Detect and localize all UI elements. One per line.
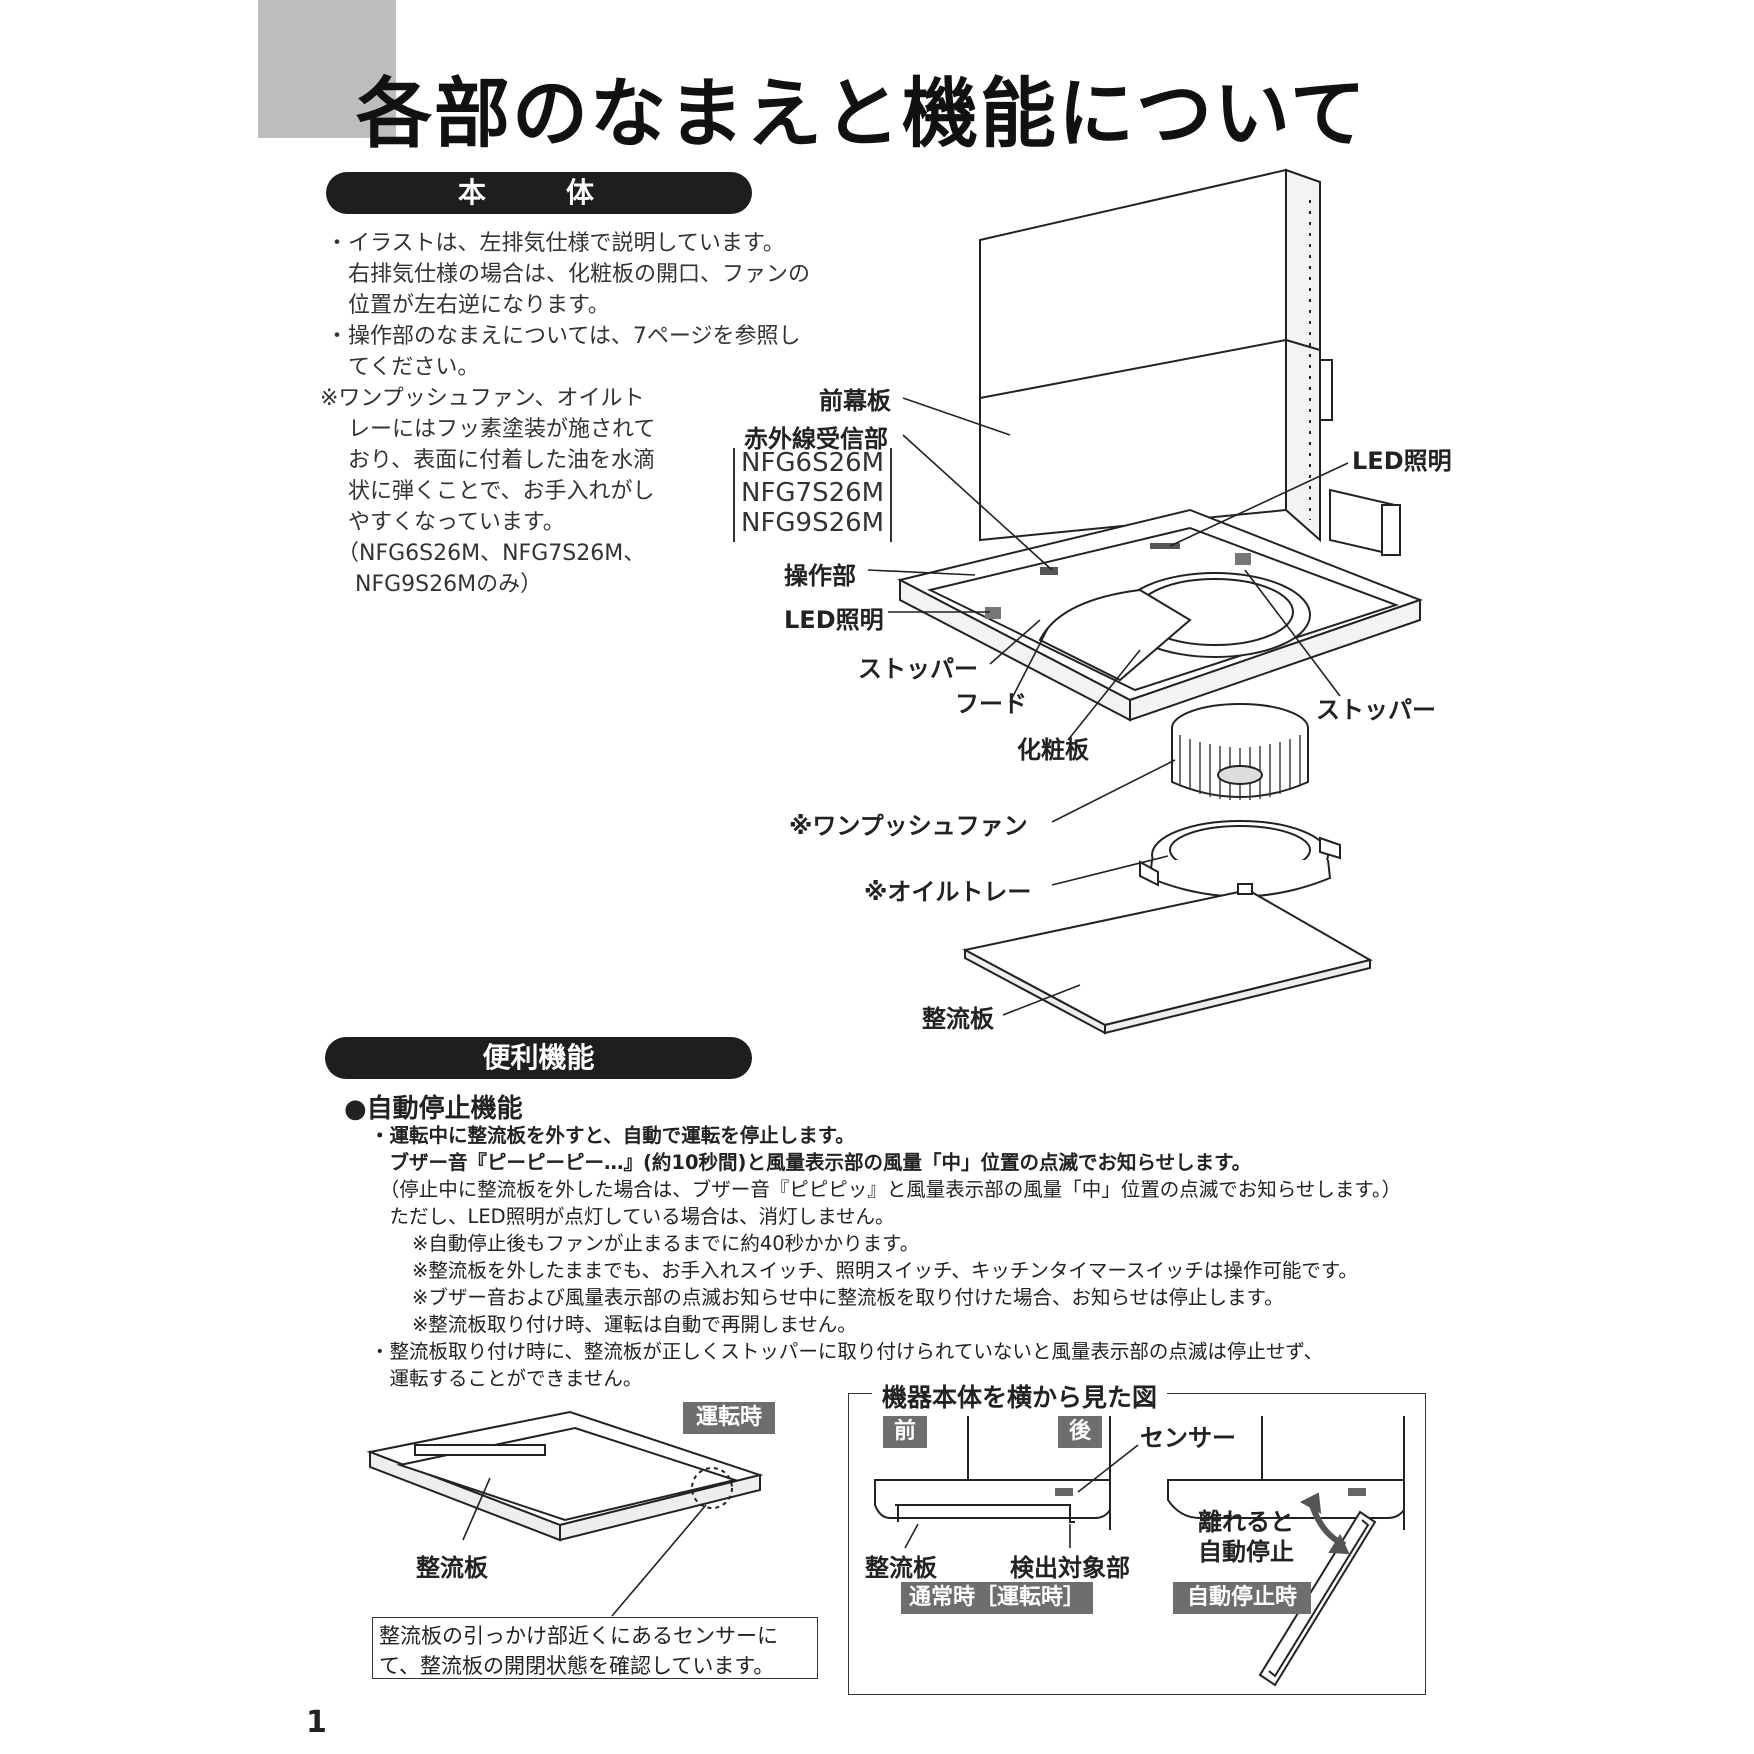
auto-stop-text: ・運転中に整流板を外すと、自動で運転を停止します。 ブザー音『ピーピーピー…』(…: [370, 1122, 1401, 1392]
label-separate: 離れると: [1198, 1508, 1294, 1536]
note-line: 右排気仕様の場合は、化粧板の開口、ファンの: [326, 262, 811, 287]
auto-stop-heading: ●自動停止機能: [344, 1094, 523, 1124]
label-rectifier-2: 整流板: [416, 1554, 488, 1582]
section-header-features: 便利機能: [325, 1037, 752, 1079]
note-line: レーにはフッ素塗装が施されて: [326, 417, 656, 442]
label-front-panel: 前幕板: [819, 387, 891, 415]
tag-auto-stop-state: 自動停止時: [1173, 1582, 1311, 1614]
note-line: ・イラストは、左排気仕様で説明しています。: [326, 231, 785, 256]
body-notes: ・イラストは、左排気仕様で説明しています。 右排気仕様の場合は、化粧板の開口、フ…: [320, 228, 811, 600]
note-line: おり、表面に付着した油を水滴: [326, 448, 656, 473]
label-detect: 検出対象部: [1010, 1554, 1130, 1582]
text-line: 運転することができません。: [370, 1367, 643, 1390]
text-line: ※整流板を外したままでも、お手入れスイッチ、照明スイッチ、キッチンタイマースイッ…: [412, 1259, 1358, 1282]
label-side-rectifier: 整流板: [865, 1554, 937, 1582]
label-auto-stop: 自動停止: [1198, 1538, 1294, 1566]
tag-running: 運転時: [683, 1402, 775, 1434]
text-line: ただし、LED照明が点灯している場合は、消灯しません。: [370, 1205, 895, 1228]
tag-back: 後: [1058, 1416, 1102, 1448]
label-cover-panel: 化粧板: [1017, 736, 1089, 764]
label-rectifier: 整流板: [922, 1005, 994, 1033]
model-name: NFG6S26M: [741, 448, 885, 478]
text-line: ・運転中に整流板を外すと、自動で運転を停止します。: [370, 1124, 855, 1147]
model-name: NFG9S26M: [741, 508, 885, 538]
label-stopper-right: ストッパー: [1316, 696, 1436, 724]
tag-front: 前: [883, 1416, 927, 1448]
label-hood: フード: [955, 690, 1027, 718]
note-line: 位置が左右逆になります。: [326, 293, 610, 318]
page-title: 各部のなまえと機能について: [356, 69, 1368, 158]
note-line: ・操作部のなまえについては、7ページを参照し: [326, 324, 801, 349]
note-line: て、整流板の開閉状態を確認しています。: [379, 1654, 775, 1678]
sensor-note: 整流板の引っかけ部近くにあるセンサーに て、整流板の開閉状態を確認しています。: [372, 1617, 818, 1679]
note-line: やすくなっています。: [326, 510, 565, 535]
label-fan: ※ワンプッシュファン: [789, 812, 1028, 840]
note-line: 整流板の引っかけ部近くにあるセンサーに: [379, 1624, 778, 1648]
note-line: （NFG6S26M、NFG7S26M、: [326, 541, 646, 566]
header-tab: [258, 0, 396, 138]
note-line: てください。: [326, 355, 480, 380]
text-line: ※自動停止後もファンが止まるまでに約40秒かかります。: [412, 1232, 920, 1255]
model-name: NFG7S26M: [741, 478, 885, 508]
text-line: ブザー音『ピーピーピー…』(約10秒間)と風量表示部の風量「中」位置の点滅でお知…: [370, 1151, 1252, 1174]
note-line: NFG9S26Mのみ）: [326, 572, 543, 597]
label-sensor: センサー: [1140, 1424, 1236, 1452]
label-led-left: LED照明: [784, 606, 884, 634]
page-number: 1: [306, 1705, 327, 1740]
text-line: ※整流板取り付け時、運転は自動で再開しません。: [412, 1313, 857, 1336]
model-list: NFG6S26M NFG7S26M NFG9S26M: [733, 448, 893, 542]
text-line: ※ブザー音および風量表示部の点滅お知らせ中に整流板を取り付けた場合、お知らせは停…: [412, 1286, 1284, 1309]
label-oil-tray: ※オイルトレー: [864, 878, 1032, 906]
label-stopper-left: ストッパー: [858, 655, 978, 683]
label-led-right: LED照明: [1352, 447, 1452, 475]
text-line: （停止中に整流板を外した場合は、ブザー音『ピピピッ』と風量表示部の風量「中」位置…: [370, 1178, 1402, 1201]
label-ir-receiver: 赤外線受信部: [744, 425, 888, 453]
text-line: ・整流板取り付け時に、整流板が正しくストッパーに取り付けられていないと風量表示部…: [370, 1340, 1323, 1363]
note-line: 状に弾くことで、お手入れがし: [326, 479, 655, 504]
note-line: ※ワンプッシュファン、オイルト: [320, 386, 645, 411]
tag-normal: 通常時［運転時］: [901, 1582, 1093, 1614]
section-header-body: 本 体: [326, 172, 752, 214]
label-control: 操作部: [784, 562, 856, 590]
side-view-title: 機器本体を横から見た図: [872, 1378, 1168, 1414]
